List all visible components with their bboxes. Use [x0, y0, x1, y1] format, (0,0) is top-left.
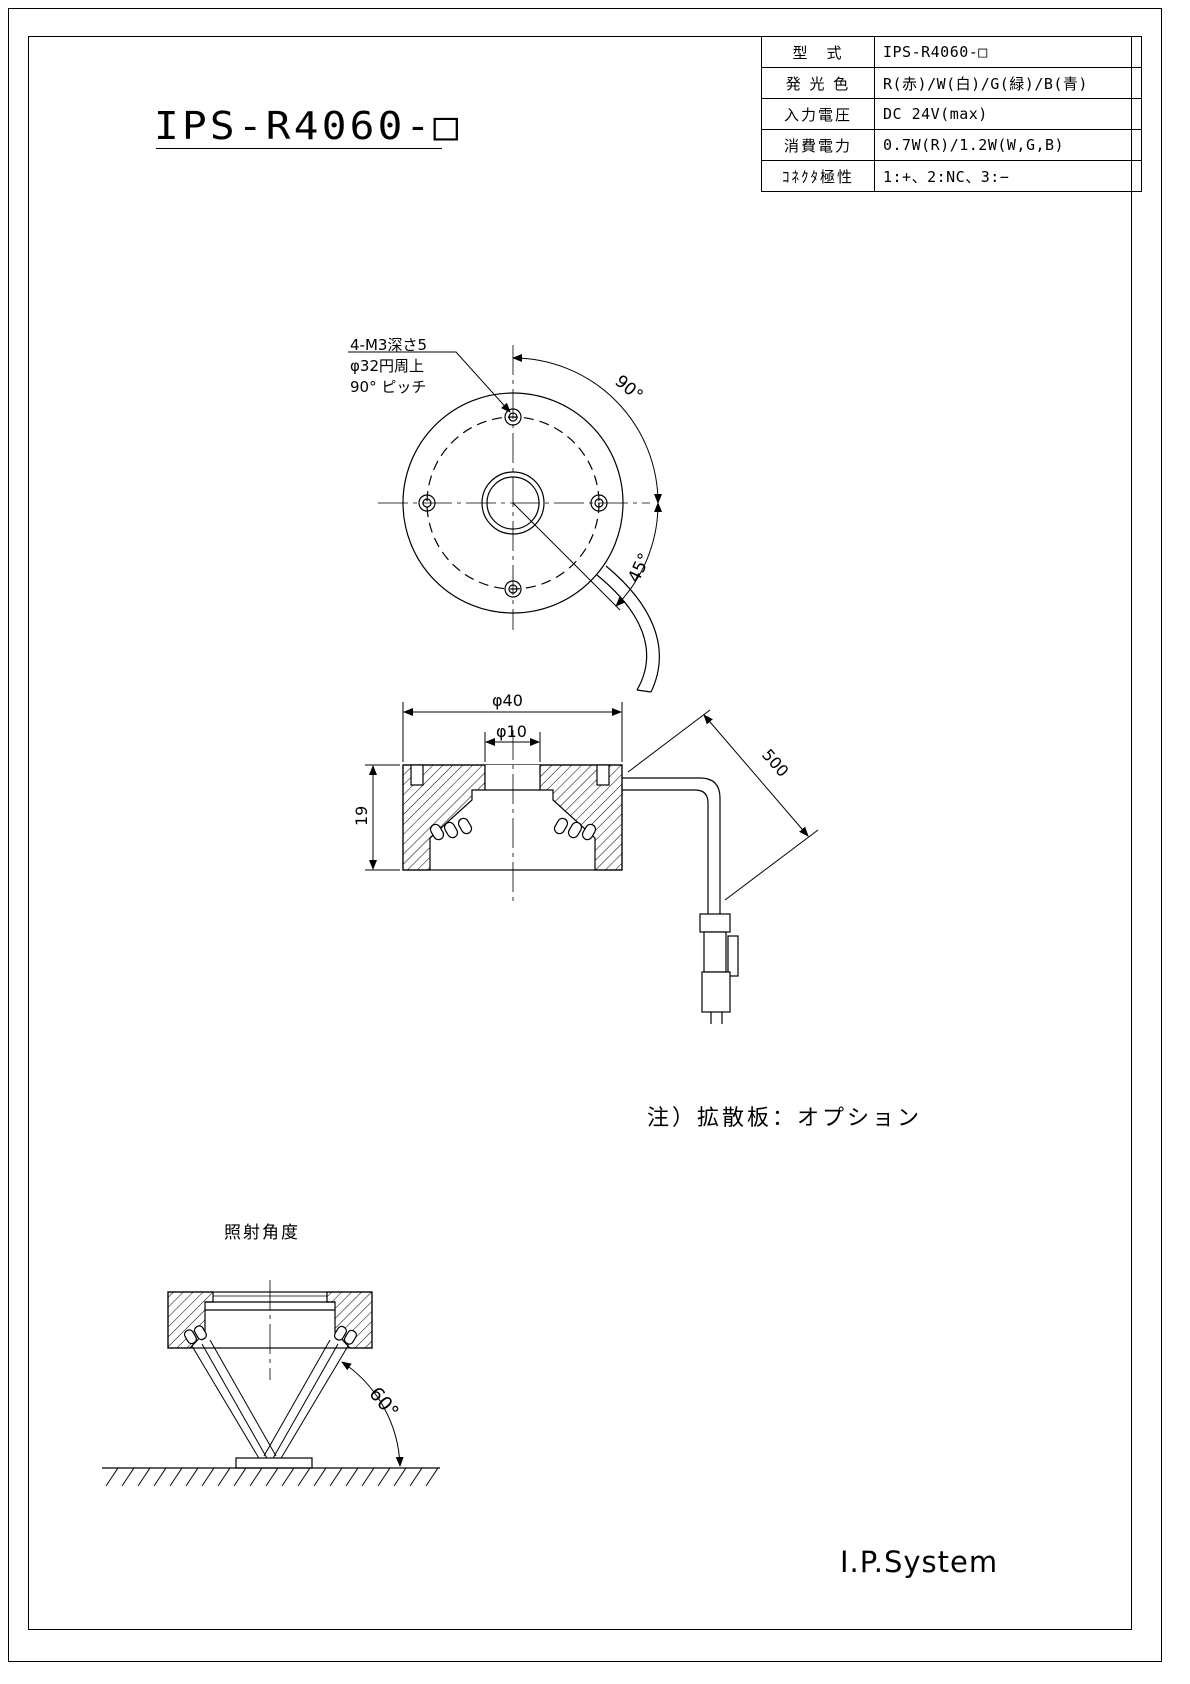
- spec-row: 入力電圧 DC 24V(max): [761, 98, 1142, 130]
- angle-45-label: 45°: [624, 550, 655, 586]
- dim-cable: 500: [758, 745, 792, 781]
- side-view: [402, 730, 739, 1024]
- light-rays: [191, 1339, 349, 1461]
- angle-led-right-1: [333, 1325, 347, 1341]
- spec-row: 発 光 色 R(赤)/W(白)/G(緑)/B(青): [761, 67, 1142, 99]
- cable-top-b: [605, 565, 660, 693]
- angle-led-left-2: [193, 1325, 207, 1341]
- model-title: IPS-R4060-□: [154, 104, 462, 148]
- dim-line-cable: [703, 714, 809, 837]
- spec-row: ｺﾈｸﾀ極性 1:+、2:NC、3:−: [761, 160, 1142, 192]
- hole-note-line3: 90° ピッチ: [350, 378, 426, 396]
- screw-hole-left: [410, 764, 424, 786]
- hole-note-leader: [348, 351, 511, 413]
- spec-value: DC 24V(max): [874, 98, 1142, 130]
- leds-left: [429, 817, 473, 841]
- angle-60-arc: [341, 1361, 404, 1467]
- screw-hole-right: [596, 764, 610, 786]
- dim-phi10: φ10: [496, 722, 527, 741]
- angle-90-arc: [512, 354, 662, 504]
- spec-key: 型 式: [761, 36, 875, 68]
- dim-phi40: φ40: [492, 691, 523, 710]
- mount-hole-left: [418, 494, 436, 512]
- angle-45-arc: [615, 502, 663, 607]
- mount-hole-bottom-inner: [508, 584, 518, 594]
- spec-value: 0.7W(R)/1.2W(W,G,B): [874, 129, 1142, 161]
- ground-hatch: [105, 1467, 439, 1487]
- outer-frame: [8, 8, 1162, 1662]
- spec-value: 1:+、2:NC、3:−: [874, 160, 1142, 192]
- spec-value: R(赤)/W(白)/G(緑)/B(青): [874, 67, 1142, 99]
- angle-led-right-2: [343, 1329, 357, 1345]
- top-view-text: 4-M3深さ5 φ32円周上 90° ピッチ 90° 45°: [350, 336, 655, 586]
- connector-body: [703, 931, 727, 973]
- spec-key: 発 光 色: [761, 67, 875, 99]
- drawing-frame: [28, 36, 1132, 1630]
- model-title-underline: [156, 148, 442, 149]
- hole-note-line2: φ32円周上: [350, 357, 424, 375]
- brand-name: I.P.System: [840, 1545, 999, 1579]
- leds-right: [553, 817, 597, 841]
- work-piece: [235, 1457, 313, 1469]
- angle-view-title: 照射角度: [224, 1223, 300, 1243]
- angle-45-line: [512, 502, 621, 611]
- cable-side-b: [622, 789, 709, 914]
- diffuser-note: 注）拡散板：オプション: [647, 1106, 923, 1131]
- angle-60-label: 60°: [364, 1383, 403, 1423]
- hole-note-line1: 4-M3深さ5: [350, 336, 427, 354]
- cable-side-a: [622, 777, 721, 914]
- ext-line-cable-end: [724, 829, 819, 901]
- spec-row: 消費電力 0.7W(R)/1.2W(W,G,B): [761, 129, 1142, 161]
- angle-view: [102, 1280, 440, 1487]
- connector-top: [699, 913, 731, 933]
- section-right: [539, 764, 623, 871]
- connector-latch: [727, 935, 739, 977]
- cable-top-a: [596, 574, 648, 691]
- ext-line-cable-start: [627, 709, 711, 773]
- bore: [485, 765, 540, 790]
- angle-led-left-1: [183, 1329, 197, 1345]
- connector-housing: [701, 971, 731, 1013]
- dim-height: 19: [352, 806, 371, 826]
- cable-top-end: [636, 689, 652, 693]
- top-view: [348, 345, 663, 693]
- spec-key: 消費電力: [761, 129, 875, 161]
- side-dimensions: [365, 702, 819, 901]
- mount-hole-left-inner: [422, 498, 432, 508]
- spec-table: 型 式 IPS-R4060-□ 発 光 色 R(赤)/W(白)/G(緑)/B(青…: [761, 36, 1142, 192]
- spec-key: ｺﾈｸﾀ極性: [761, 160, 875, 192]
- mount-hole-bottom: [504, 580, 522, 598]
